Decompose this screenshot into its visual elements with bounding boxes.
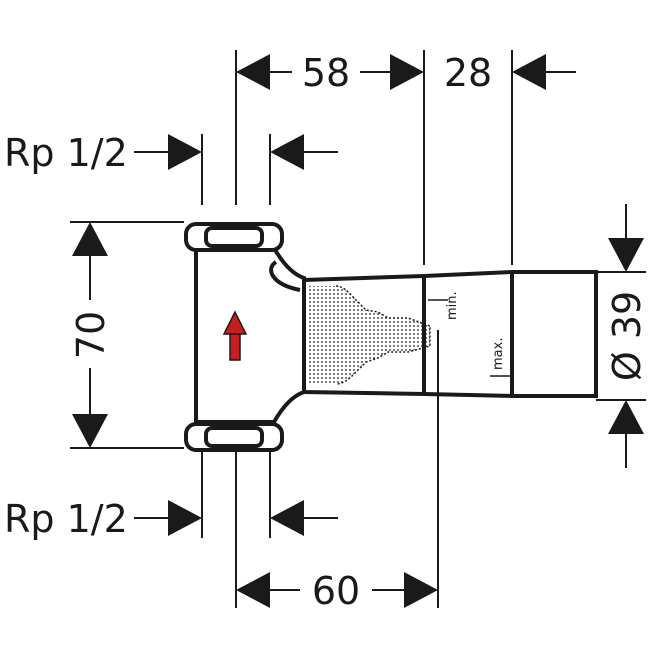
arrow-thread-bottom-right bbox=[270, 500, 304, 536]
thread-callout-bottom: Rp 1/2 bbox=[4, 452, 338, 541]
flow-direction-arrow bbox=[222, 310, 248, 361]
arrow-diameter-top bbox=[608, 238, 644, 272]
arrow-thread-bottom-left bbox=[168, 500, 202, 536]
arrow-height-top bbox=[72, 222, 108, 256]
thread-label-bottom: Rp 1/2 bbox=[4, 497, 128, 541]
arrow-60-end bbox=[404, 572, 438, 608]
arrow-diameter-bottom bbox=[608, 400, 644, 434]
top-nut-inner bbox=[204, 226, 264, 248]
max-mark-label: max. bbox=[491, 338, 506, 370]
dimension-bottom: 60 bbox=[235, 330, 439, 613]
arrow-60-start bbox=[236, 572, 270, 608]
dimension-height: 70 bbox=[69, 221, 184, 449]
dimension-label-28: 28 bbox=[444, 51, 492, 95]
thread-label-top: Rp 1/2 bbox=[4, 131, 128, 175]
valve-body-outline bbox=[194, 246, 306, 424]
cartridge-dotted-area bbox=[308, 286, 430, 384]
arrow-right-58-start bbox=[236, 54, 270, 90]
arrow-thread-top-right bbox=[270, 134, 304, 170]
min-mark-label: min. bbox=[445, 291, 460, 320]
valve-body: min. max. bbox=[184, 222, 598, 452]
inner-chamber bbox=[269, 260, 301, 292]
arrow-28-end bbox=[512, 54, 546, 90]
dimension-diameter: Ø 39 bbox=[596, 204, 649, 468]
dimension-label-58: 58 bbox=[302, 51, 350, 95]
dimension-label-70: 70 bbox=[69, 311, 113, 359]
arrow-thread-top-left bbox=[168, 134, 202, 170]
dimension-top: 58 28 bbox=[235, 50, 576, 265]
arrow-58-end bbox=[390, 54, 424, 90]
cartridge-outline-dotted bbox=[335, 285, 431, 385]
arrow-height-bottom bbox=[72, 414, 108, 448]
dimension-label-diameter: Ø 39 bbox=[605, 291, 649, 381]
pipe-sleeve bbox=[302, 270, 598, 398]
thread-callout-top: Rp 1/2 bbox=[4, 131, 338, 205]
bottom-nut-inner bbox=[204, 426, 264, 448]
dimension-label-60: 60 bbox=[312, 569, 360, 613]
